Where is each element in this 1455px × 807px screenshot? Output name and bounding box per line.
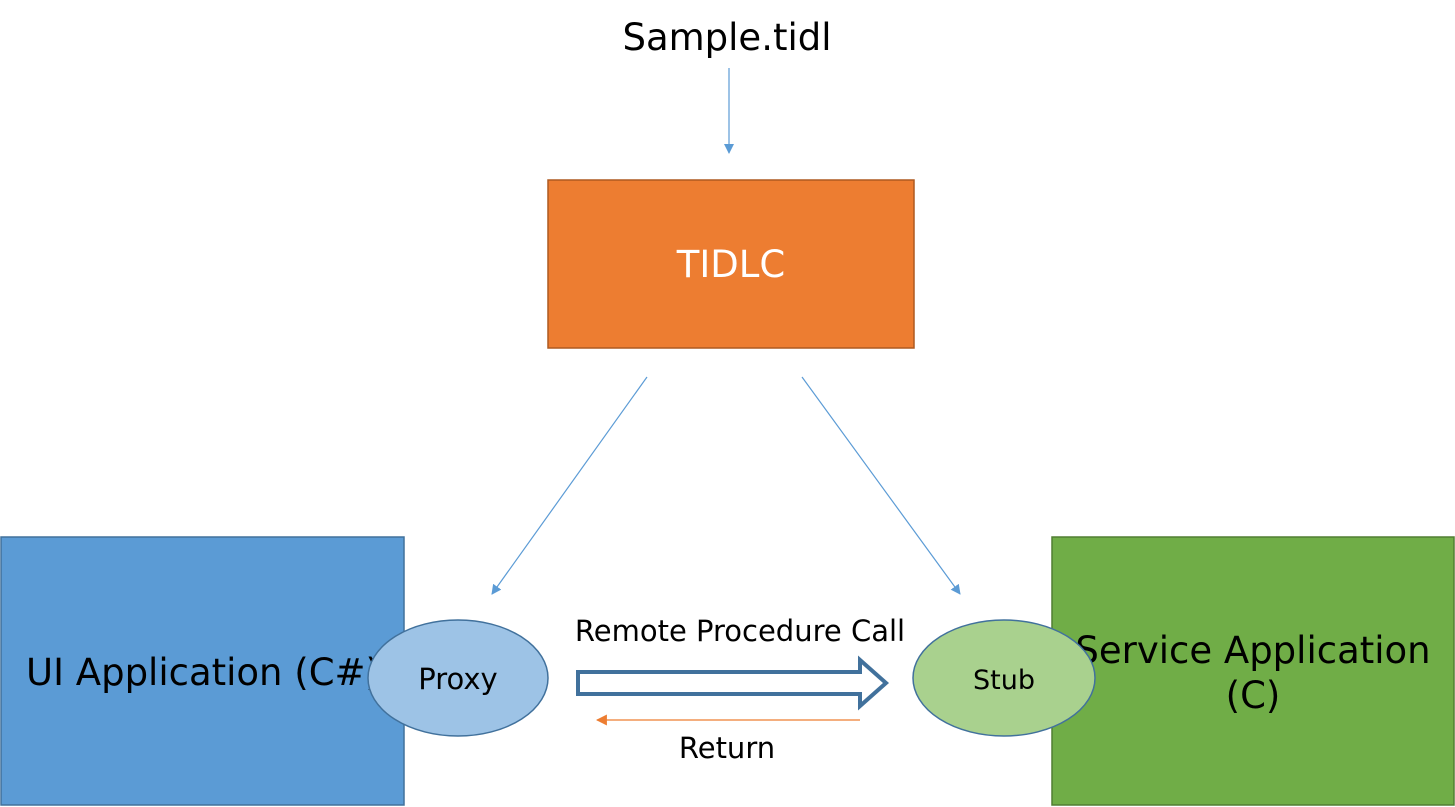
compiler-to-stub-arrow: [801, 376, 961, 595]
stub-ellipse: [912, 619, 1096, 737]
compiler-label: TIDLC: [676, 243, 785, 286]
rpc-block-arrow: [576, 655, 890, 711]
compiler-to-proxy-arrow: [491, 376, 648, 595]
compiler-box: [547, 179, 915, 349]
stub-node: Stub: [912, 619, 1096, 737]
service-application-node: Service Application (C): [1051, 536, 1455, 806]
proxy-node: Proxy: [367, 619, 549, 737]
proxy-ellipse: [367, 619, 549, 737]
ui-application-node: UI Application (C#): [0, 536, 405, 806]
proxy-label: Proxy: [418, 662, 497, 696]
return-label: Return: [679, 731, 775, 765]
rpc-label: Remote Procedure Call: [575, 614, 905, 648]
service-application-label-line1: Service Application: [1075, 629, 1430, 672]
source-file-label: Sample.tidl: [622, 16, 831, 59]
compiler-node: TIDLC: [547, 179, 915, 349]
service-application-label-line2: (C): [1226, 674, 1281, 717]
service-application-box: [1051, 536, 1455, 806]
ui-application-box: [0, 536, 405, 806]
ui-application-label: UI Application (C#): [26, 651, 380, 694]
stub-label: Stub: [973, 665, 1035, 696]
